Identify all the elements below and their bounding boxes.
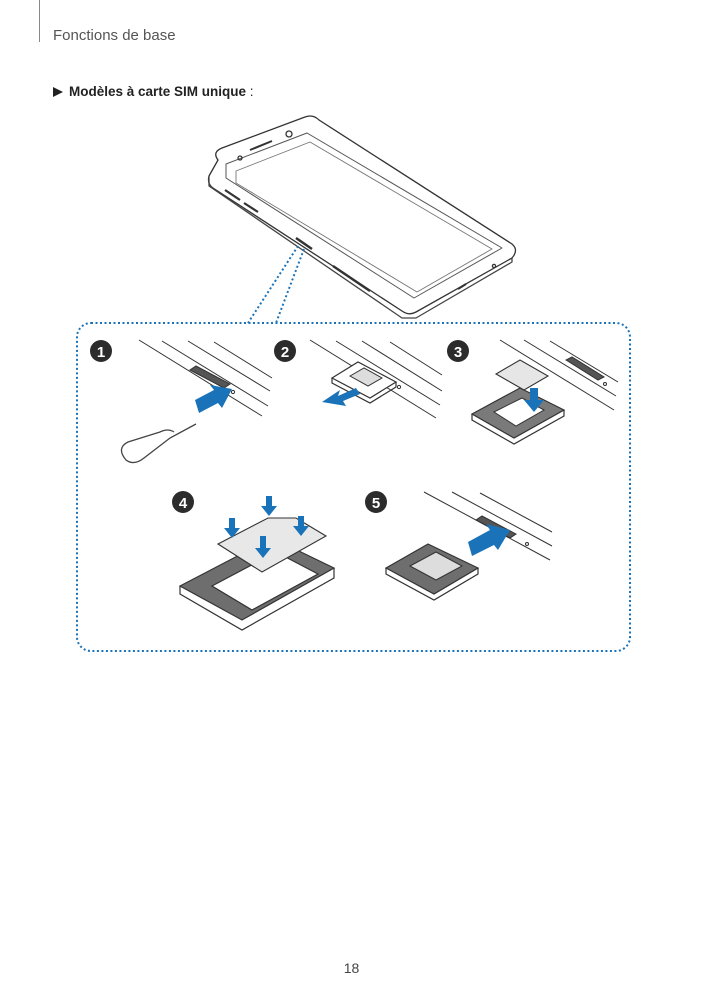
step3-illustration bbox=[470, 339, 619, 445]
step-number-5: 5 bbox=[372, 495, 380, 512]
down-arrow-icon bbox=[293, 516, 309, 536]
step-badge-5: 5 bbox=[365, 491, 387, 513]
down-arrow-icon bbox=[261, 496, 277, 516]
step-number-4: 4 bbox=[179, 495, 188, 512]
step5-illustration bbox=[384, 491, 553, 601]
down-arrow-icon bbox=[255, 536, 271, 558]
steps-panel bbox=[76, 322, 631, 652]
phone-illustration bbox=[207, 115, 517, 319]
push-arrow-icon bbox=[195, 385, 232, 413]
step-number-1: 1 bbox=[97, 344, 105, 361]
push-arrow-icon bbox=[468, 524, 510, 556]
page-number: 18 bbox=[343, 960, 360, 976]
step4-illustration bbox=[178, 517, 336, 631]
step-number-3: 3 bbox=[454, 344, 462, 361]
callout-lines bbox=[247, 245, 305, 324]
section-title: Fonctions de base bbox=[53, 27, 176, 44]
step-badge-3: 3 bbox=[447, 340, 469, 362]
step-badge-2: 2 bbox=[274, 340, 296, 362]
subsection-heading: Modèles à carte SIM unique : bbox=[53, 84, 254, 99]
step2-illustration bbox=[309, 339, 443, 419]
down-arrow-icon bbox=[524, 388, 544, 412]
step1-illustration bbox=[120, 339, 273, 464]
down-arrow-icon bbox=[224, 518, 240, 538]
press-arrows bbox=[224, 496, 309, 558]
step-number-2: 2 bbox=[281, 344, 289, 361]
step-badge-1: 1 bbox=[90, 340, 112, 362]
heading-suffix: : bbox=[246, 84, 254, 99]
pull-arrow-icon bbox=[322, 388, 360, 406]
heading-title: Modèles à carte SIM unique bbox=[69, 84, 247, 99]
triangle-right-icon bbox=[53, 87, 63, 97]
sim-insertion-figure: 1 2 3 4 5 bbox=[76, 115, 631, 652]
header-rule bbox=[39, 0, 40, 42]
step-badge-4: 4 bbox=[172, 491, 194, 513]
